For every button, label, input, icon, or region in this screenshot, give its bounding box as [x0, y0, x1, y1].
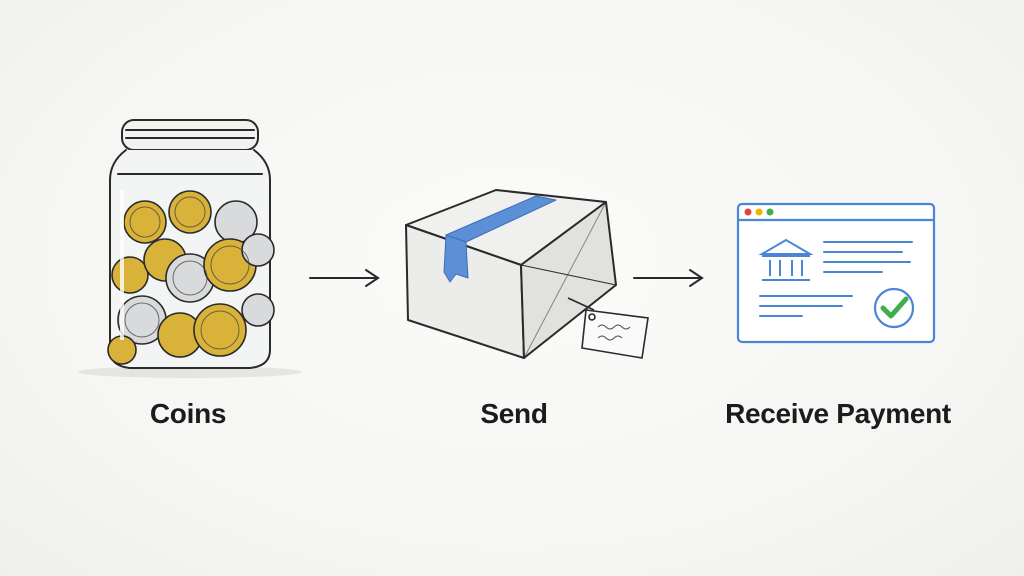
step-label-receive-payment: Receive Payment: [725, 398, 951, 429]
window-maximize-dot-icon: [766, 208, 774, 216]
coin-jar-icon: [78, 119, 302, 378]
window-close-dot-icon: [744, 208, 752, 216]
step-label-coins: Coins: [149, 398, 227, 429]
package-box-icon: [405, 189, 649, 359]
arrow-right-icon: [633, 269, 704, 287]
step-label-send: Send: [480, 398, 548, 429]
arrow-right-icon: [309, 269, 380, 287]
window-minimize-dot-icon: [755, 208, 763, 216]
bank-icon: [758, 238, 814, 281]
checkmark-icon: [873, 287, 915, 329]
browser-payment-icon: [736, 202, 936, 344]
